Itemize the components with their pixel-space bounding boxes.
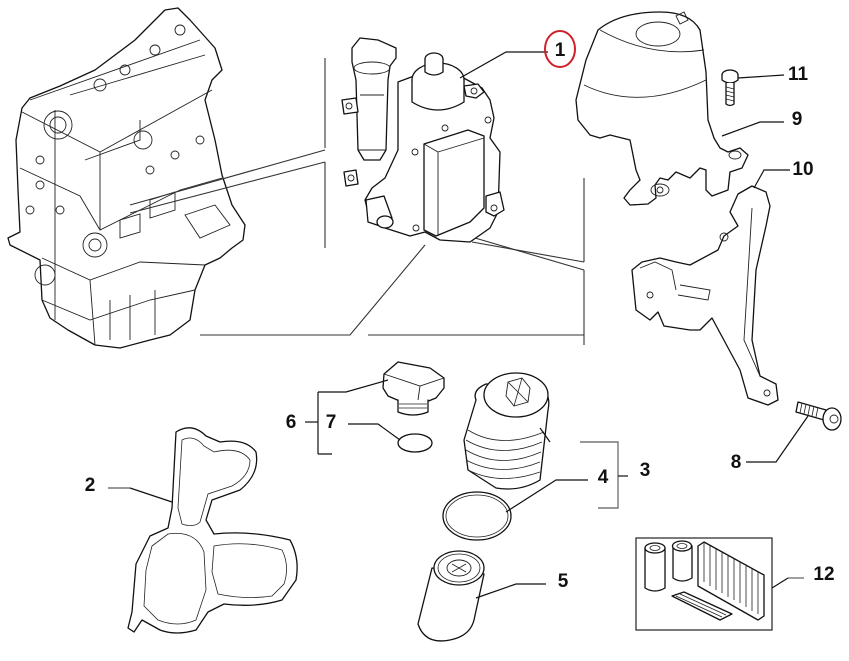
selected-part-highlight-ring [544,30,576,68]
callout-4[interactable]: 4 [598,467,609,488]
engine-connection-lines [129,58,585,345]
callout-6[interactable]: 6 [286,412,297,433]
part-4-filter-cap-o-ring[interactable] [442,491,512,541]
callout-2[interactable]: 2 [85,475,96,496]
callout-9[interactable]: 9 [792,109,803,130]
part-5-oil-filter-cartridge[interactable] [417,550,485,642]
part-11-cover-bolt[interactable] [721,69,739,107]
callout-5[interactable]: 5 [558,571,569,592]
callout-10[interactable]: 10 [792,159,813,180]
part-12-service-filter-kit[interactable] [635,537,773,631]
part-9-heat-shield-cover[interactable] [575,11,749,206]
part-7-filler-o-ring[interactable] [397,433,433,453]
callout-11[interactable]: 11 [788,64,809,85]
callout-labels: 1 2 3 4 5 6 7 8 9 10 11 12 [85,30,835,592]
callout-3[interactable]: 3 [640,460,651,481]
part-2-housing-gasket[interactable] [127,427,298,634]
callout-12[interactable]: 12 [813,564,834,585]
part-8-bracket-bolt[interactable] [795,401,842,431]
callout-8[interactable]: 8 [731,452,742,473]
part-3-oil-filter-cap[interactable] [463,372,550,490]
part-6-oil-filler-cap[interactable] [382,361,445,416]
part-1-oil-filter-housing[interactable] [341,37,505,243]
callout-7[interactable]: 7 [326,412,337,433]
callout-leaders [108,51,809,599]
engine-block [7,7,246,349]
part-10-support-bracket[interactable] [631,185,779,406]
callout-1[interactable]: 1 [555,40,566,61]
